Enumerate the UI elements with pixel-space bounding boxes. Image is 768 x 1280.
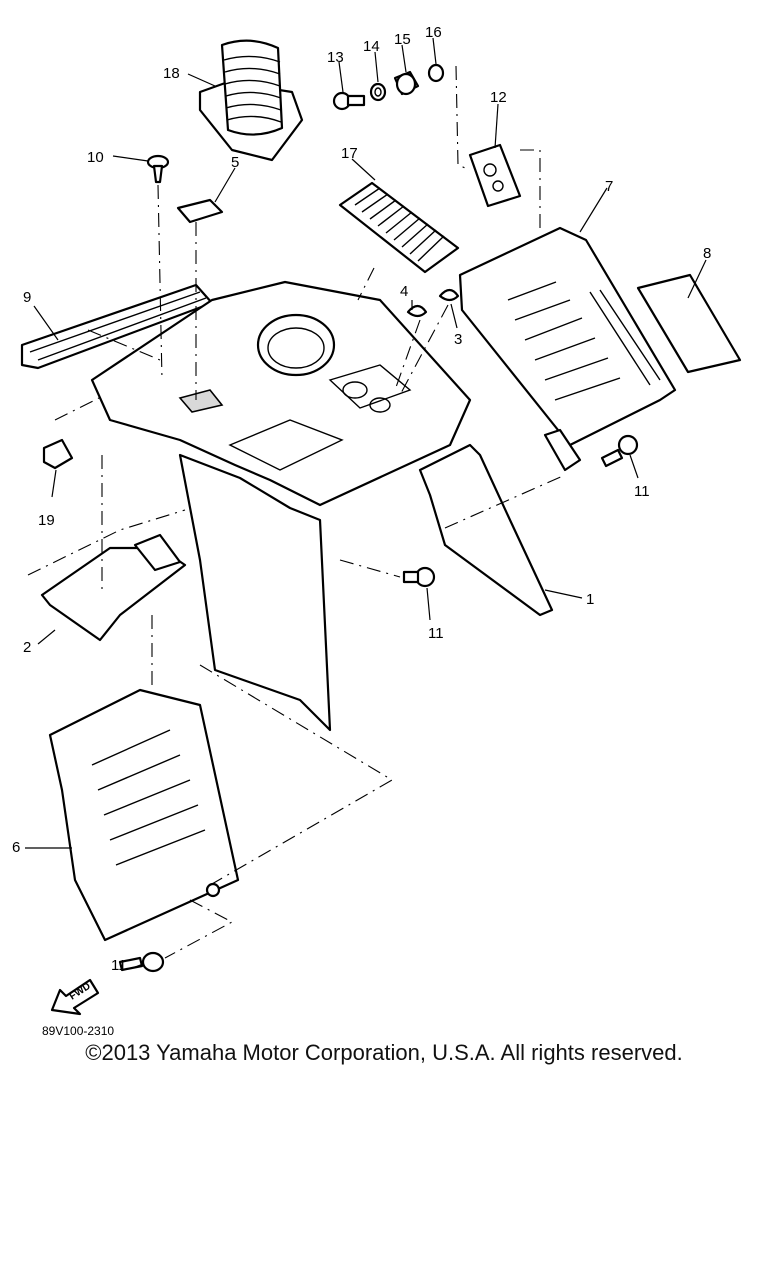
callout-19: 19 [38,512,55,529]
callout-6: 6 [12,839,20,856]
part-17-mat [338,181,460,274]
callout-15: 15 [394,31,411,48]
callout-2: 2 [23,639,31,656]
callout-3: 3 [454,331,462,348]
diagram-code: 89V100-2310 [42,1024,114,1038]
part-8-seal [636,273,742,374]
part-3-clip [438,288,460,302]
part-7-right-panel [458,226,677,472]
part-12-bracket [468,143,522,208]
part-1-main-body [90,280,554,732]
callout-12: 12 [490,89,507,106]
callout-7: 7 [605,178,613,195]
part-10-rivet [146,154,170,184]
part-18-boot [198,39,304,162]
callout-9: 9 [23,289,31,306]
callout-14: 14 [363,38,380,55]
callout-5: 5 [231,154,239,171]
exploded-parts-diagram: FWD [12,24,742,1038]
callout-11-right: 11 [634,483,650,500]
part-9-rail [20,283,214,370]
callout-13: 13 [327,49,344,66]
part-4-clip [406,304,428,318]
callout-16: 16 [425,24,442,41]
callout-4: 4 [400,283,408,300]
callout-10: 10 [87,149,104,166]
bolt-11-right [600,434,639,468]
part-6-left-panel [48,688,240,942]
part-5-plate [176,198,224,224]
callout-17: 17 [341,145,358,162]
leader-lines [25,37,707,968]
callout-8: 8 [703,245,711,262]
part-2-cover [40,533,187,642]
assembly-lines [27,65,566,959]
callout-11-bottom: 11 [111,957,127,974]
copyright-notice: ©2013 Yamaha Motor Corporation, U.S.A. A… [85,1040,683,1065]
callout-1: 1 [586,591,594,608]
bolt-11-center [402,566,436,588]
parts-13-16-hardware [332,63,445,111]
callout-11-center: 11 [428,625,444,642]
part-19-clip [42,438,74,470]
callout-18: 18 [163,65,180,82]
forward-arrow-icon: FWD [50,978,100,1016]
